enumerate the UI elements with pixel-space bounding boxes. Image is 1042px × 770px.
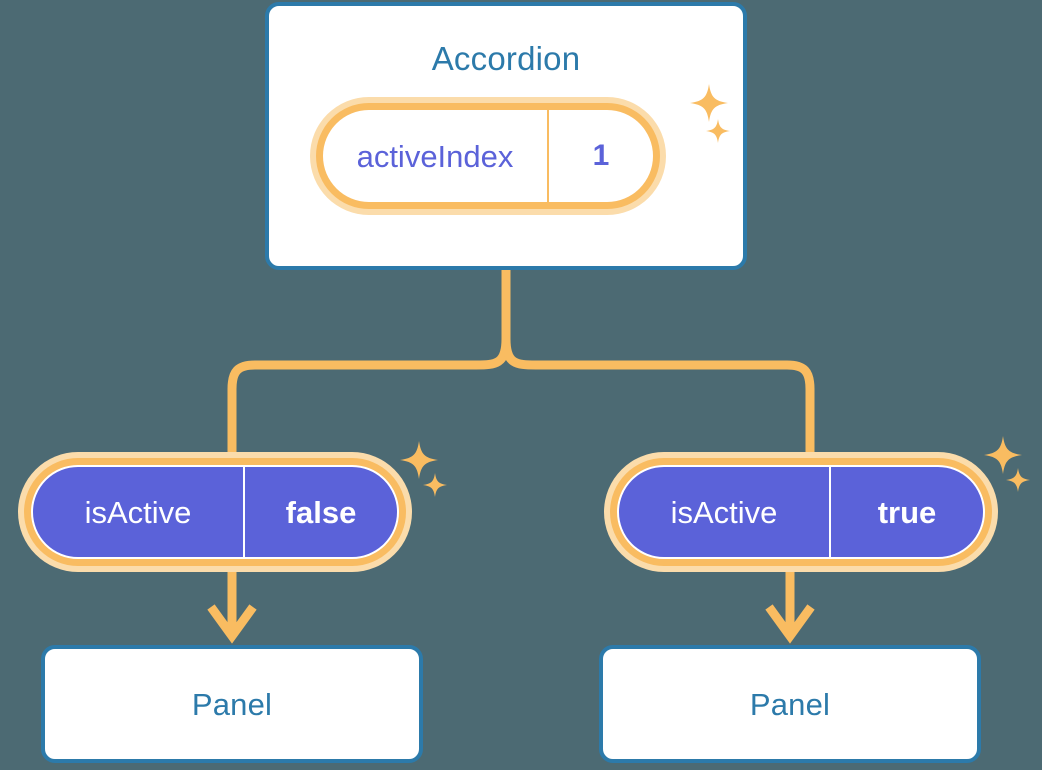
sparkle-icon xyxy=(423,473,447,497)
arrow-down-icon-left xyxy=(207,572,257,644)
connector-branch-right xyxy=(501,334,815,457)
state-pill-divider xyxy=(547,110,549,202)
state-pill-activeindex-value: 1 xyxy=(592,139,610,172)
state-pill-isactive-left-key: isActive xyxy=(84,494,192,530)
state-pill-isactive-right-value: true xyxy=(877,494,937,530)
arrow-down-icon-right xyxy=(765,572,815,644)
state-pill-activeindex[interactable]: activeIndex 1 xyxy=(310,97,666,215)
state-pill-isactive-left[interactable]: isActive false xyxy=(18,452,412,572)
sparkle-icon xyxy=(1006,468,1030,492)
state-pill-activeindex-key: activeIndex xyxy=(356,138,514,174)
panel-title-left: Panel xyxy=(191,686,273,722)
state-pill-divider xyxy=(243,467,245,557)
connector-branch-left xyxy=(227,334,511,457)
state-pill-isactive-right-key: isActive xyxy=(670,494,778,530)
state-pill-isactive-left-value: false xyxy=(285,494,357,530)
panel-component-card-left[interactable]: Panel xyxy=(41,645,423,763)
panel-component-card-right[interactable]: Panel xyxy=(599,645,981,763)
accordion-title: Accordion xyxy=(431,40,581,77)
state-pill-isactive-right[interactable]: isActive true xyxy=(604,452,998,572)
state-pill-divider xyxy=(829,467,831,557)
panel-title-right: Panel xyxy=(749,686,831,722)
